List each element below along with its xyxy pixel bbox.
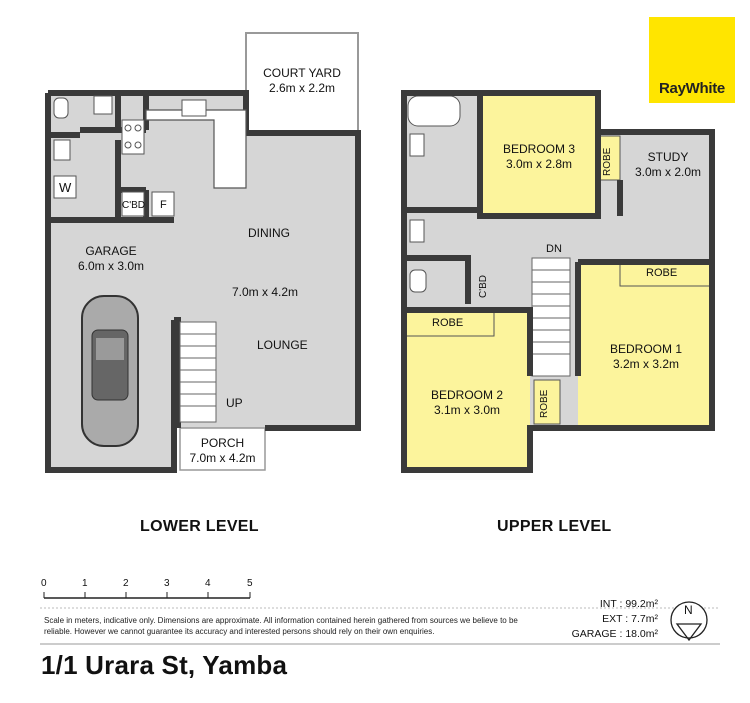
property-address: 1/1 Urara St, Yamba — [41, 650, 288, 680]
stairs-up-label: UP — [226, 396, 243, 410]
dining-label: DINING — [248, 226, 290, 240]
bathtub-icon — [407, 95, 461, 127]
cbd-label-upper: C'BD — [478, 274, 489, 298]
bedroom3-name: BEDROOM 3 — [502, 142, 575, 156]
scale-tick-4: 4 — [205, 578, 211, 589]
bedroom3-fill — [480, 93, 598, 216]
area-value: 18.0m² — [625, 628, 658, 640]
bedroom3-label: BEDROOM 3 3.0m x 2.8m — [480, 142, 598, 172]
garage-label: GARAGE 6.0m x 3.0m — [48, 244, 174, 274]
brand-name: RayWhite — [659, 80, 725, 97]
basin-icon-upper — [409, 133, 425, 157]
court-yard-name: COURT YARD — [263, 66, 341, 80]
dining-size: 7.0m x 4.2m — [232, 285, 299, 299]
basin-icon — [93, 95, 113, 115]
scale-bar — [43, 592, 251, 599]
robe-label-b2: ROBE — [432, 317, 464, 329]
court-yard-label: COURT YARD 2.6m x 2.2m — [246, 66, 358, 96]
upper-level-plan — [401, 90, 715, 473]
bedroom2-label: BEDROOM 2 3.1m x 3.0m — [404, 388, 530, 418]
robe-label-b3: ROBE — [602, 147, 613, 176]
lounge-label: LOUNGE — [257, 338, 308, 352]
scale-tick-0: 0 — [41, 578, 47, 589]
scale-tick-3: 3 — [164, 578, 170, 589]
lower-level-title: LOWER LEVEL — [140, 518, 259, 535]
toilet-icon-upper — [409, 269, 427, 293]
raywhite-logo: RayWhite — [649, 17, 735, 103]
bedroom1-fill — [578, 262, 712, 428]
porch-area — [179, 427, 266, 471]
bedroom3-size: 3.0m x 2.8m — [505, 157, 573, 171]
bedroom2-size: 3.1m x 3.0m — [433, 403, 501, 417]
area-row-ext: EXT : 7.7m² — [602, 613, 658, 625]
area-summary: INT : 99.2m² EXT : 7.7m² GARAGE : 18.0m² — [548, 597, 658, 642]
court-yard-size: 2.6m x 2.2m — [268, 81, 336, 95]
cbd-label-lower: C'BD — [122, 200, 146, 211]
cupboard-box — [121, 191, 145, 217]
upper-walls — [401, 90, 715, 473]
fridge-label: F — [160, 199, 167, 211]
robe-b1-side — [533, 379, 561, 425]
area-label: INT — [599, 598, 617, 610]
fridge-box — [151, 191, 175, 217]
upper-level-title: UPPER LEVEL — [497, 518, 612, 535]
porch-size: 7.0m x 4.2m — [189, 451, 256, 465]
lower-level-plan — [45, 32, 361, 473]
basin-icon-upper-2 — [409, 219, 425, 243]
stairs-down-label: DN — [546, 243, 562, 255]
kitchen-bench — [145, 109, 247, 189]
garage-name: GARAGE — [85, 244, 137, 258]
area-row-int: INT : 99.2m² — [599, 598, 658, 610]
bedroom1-label: BEDROOM 1 3.2m x 3.2m — [580, 342, 712, 372]
toilet-icon — [53, 97, 69, 119]
area-value: 99.2m² — [625, 598, 658, 610]
porch-label: PORCH 7.0m x 4.2m — [180, 436, 265, 466]
sink-icon — [181, 99, 207, 117]
area-row-garage: GARAGE : 18.0m² — [571, 628, 658, 640]
area-value: 7.7m² — [631, 613, 658, 625]
bedroom1-size: 3.2m x 3.2m — [612, 357, 680, 371]
lower-floor — [48, 93, 358, 428]
car-icon — [81, 295, 139, 447]
robe-label-side: ROBE — [539, 389, 550, 418]
bedroom2-fill — [404, 310, 530, 470]
scale-tick-2: 2 — [123, 578, 129, 589]
court-yard-area — [245, 32, 359, 134]
compass-icon — [670, 601, 708, 642]
upper-stairs — [531, 257, 571, 377]
lower-stairs — [179, 321, 217, 423]
laundry-label: W — [59, 180, 72, 195]
bedroom1-name: BEDROOM 1 — [609, 342, 682, 356]
bedroom2-name: BEDROOM 2 — [430, 388, 503, 402]
scale-tick-1: 1 — [82, 578, 88, 589]
toilet-icon-2 — [53, 139, 71, 161]
area-label: GARAGE — [571, 628, 617, 640]
garage-size: 6.0m x 3.0m — [77, 259, 145, 273]
washing-machine-icon — [53, 175, 77, 199]
scale-tick-5: 5 — [247, 578, 253, 589]
robe-label-b1: ROBE — [646, 267, 678, 279]
compass-label: N — [684, 603, 693, 617]
area-label: EXT — [602, 613, 623, 625]
study-size: 3.0m x 2.0m — [634, 165, 702, 179]
porch-name: PORCH — [200, 436, 245, 450]
study-name: STUDY — [647, 150, 689, 164]
cooktop-icon — [121, 119, 145, 155]
disclaimer-text: Scale in meters, indicative only. Dimens… — [44, 616, 518, 636]
study-label: STUDY 3.0m x 2.0m — [626, 150, 710, 180]
